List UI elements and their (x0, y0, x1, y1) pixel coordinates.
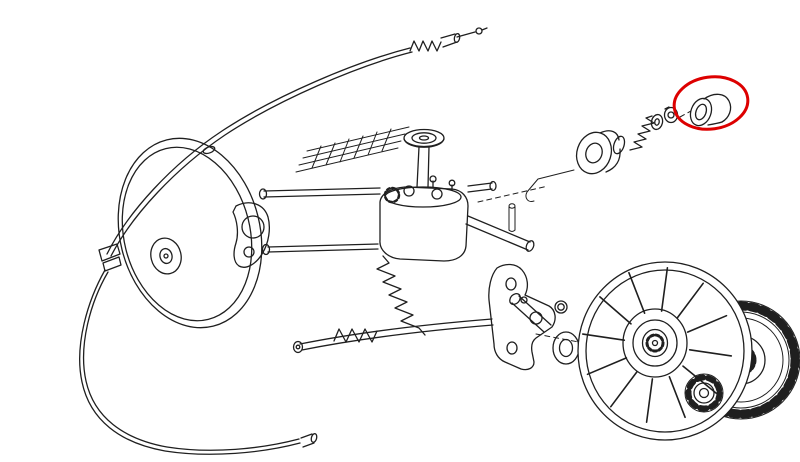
washer (650, 113, 664, 131)
cable-loop (79, 269, 318, 455)
cable-adjuster (98, 243, 122, 272)
rod-spring-ferrule (333, 328, 378, 343)
drive-belt (295, 126, 410, 173)
linkage-rod (292, 318, 494, 354)
cable-end-fitting (300, 433, 315, 448)
belt-pulley (403, 128, 445, 188)
cover-disc (117, 137, 263, 329)
return-spring (376, 255, 426, 336)
pulley-hub (622, 308, 688, 378)
lever-arm (232, 202, 270, 268)
cable-spring-wrap (409, 40, 442, 52)
end-cap (689, 93, 732, 127)
disc-slot (202, 145, 216, 155)
output-shaft (465, 215, 535, 252)
bent-wire-rod (525, 169, 575, 202)
cable-nipple (475, 27, 483, 35)
disc-hub (150, 237, 182, 275)
throttle-cable (106, 27, 488, 257)
input-shaft (258, 180, 497, 200)
rubber-boot (575, 130, 626, 175)
pinion-gear (684, 373, 724, 413)
highlight-ellipse (672, 75, 750, 131)
variator-fan-pulley (577, 261, 753, 441)
hex-bolt (554, 300, 568, 314)
gearbox-housing (379, 175, 469, 262)
clevis-pin (508, 203, 516, 232)
stub-shaft (509, 292, 552, 333)
small-coil-spring (629, 115, 655, 151)
cable-ferrule (440, 33, 458, 48)
push-rod (261, 243, 379, 256)
fan-vanes (581, 266, 733, 424)
mounting-bracket (488, 263, 568, 371)
